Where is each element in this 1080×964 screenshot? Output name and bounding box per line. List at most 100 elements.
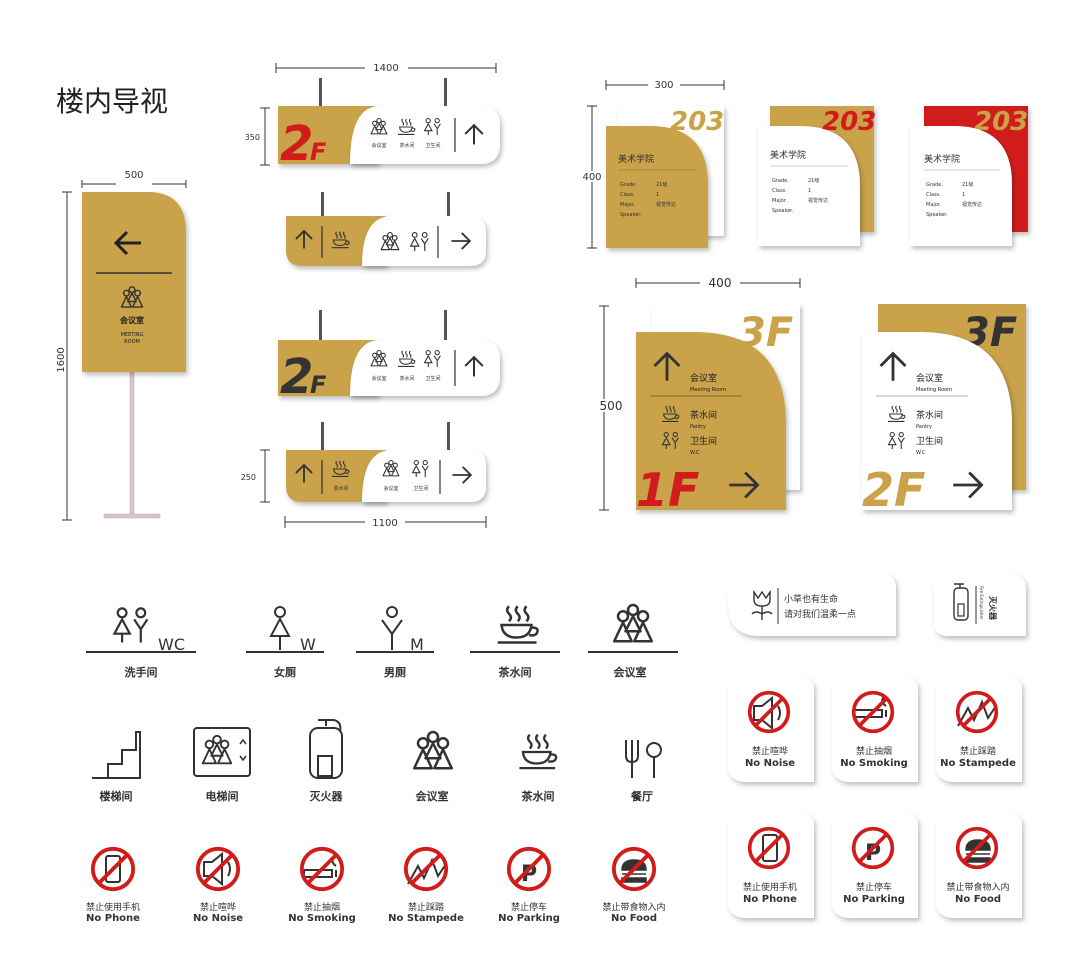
pantry-item-2: 茶水间 [518,733,558,803]
parking-icon: P [865,841,881,866]
svg-text:会议室: 会议室 [371,375,386,382]
svg-text:No Phone: No Phone [86,913,140,924]
ban-icon [403,846,449,892]
elevator-item: 电梯间 [193,727,251,803]
svg-text:会议室: 会议室 [371,142,386,149]
warning-card-smoking: 禁止抽烟 No Smoking [832,678,918,782]
svg-text:电梯间: 电梯间 [206,789,239,803]
svg-text:Pantry: Pantry [690,424,706,430]
parking-icon: P [521,862,537,887]
door-plates: 300 400 203 美术学院 Grade.21级 Class.1 Major… [580,80,1028,249]
warning-card-parking: P 禁止停车 No Parking [832,814,918,918]
svg-text:Speaker.: Speaker. [620,212,642,218]
wall-directories: 400 500 3F 会议室 Meeting Room 茶水间 Pantry 卫… [598,276,1026,517]
svg-text:禁止停车: 禁止停车 [511,901,547,913]
svg-text:灭火器: 灭火器 [988,595,997,621]
meeting-room-item-2: 会议室 [412,730,454,803]
svg-text:Class.: Class. [926,192,941,198]
svg-text:餐厅: 餐厅 [630,789,653,803]
door-plate-1: 203 美术学院 Grade.21级 Class.1 Major.视觉传达 Sp… [606,106,724,248]
svg-text:卫生间: 卫生间 [916,435,943,447]
hanging-signs: 1400 350 2 F 会议室 茶水间 卫生间 [241,63,500,529]
svg-text:禁止停车: 禁止停车 [856,881,892,893]
hanging-sign-3: 2 F 会议室 茶水间 卫生间 [278,310,500,405]
extinguisher-sign: 灭火器 Fire Extinguisher [934,574,1026,636]
svg-text:茶水间: 茶水间 [916,409,943,421]
hang-small-width-dim: 1100 [372,518,397,529]
svg-text:禁止带食物入内: 禁止带食物入内 [946,881,1009,893]
handwash-item: WC 洗手间 [86,607,196,679]
svg-text:Speaker.: Speaker. [772,208,794,214]
svg-text:No Noise: No Noise [193,913,243,924]
svg-text:茶水间: 茶水间 [521,789,555,803]
stand-room-en2: ROOM [124,339,140,345]
floor-number: 2 [280,349,313,405]
svg-text:F: F [310,371,327,399]
svg-text:Pantry: Pantry [916,424,932,430]
stairs-icon [92,731,141,779]
svg-text:禁止使用手机: 禁止使用手机 [86,901,140,913]
ban-smoking: 禁止抽烟 No Smoking [288,846,356,924]
man-icon [381,619,403,650]
cup-icon [518,733,558,770]
svg-text:WC: WC [158,635,185,654]
icon-row-1: WC 洗手间 W 女厕 M 男厕 茶水间 会议室 [86,603,678,679]
standing-sign: 500 1600 会议室 MEETING ROOM [56,170,187,521]
svg-text:卫生间: 卫生间 [425,142,440,149]
elevator-icon [193,727,251,777]
svg-text:No Phone: No Phone [743,894,797,905]
svg-text:女厕: 女厕 [274,665,296,679]
hanging-sign-2 [286,192,486,266]
svg-text:F: F [310,138,327,166]
door-width-dim: 300 [654,80,673,91]
floor-label: 2F [862,463,925,517]
fork-spoon-icon [625,740,662,778]
svg-text:视觉传达: 视觉传达 [808,197,828,204]
svg-text:视觉传达: 视觉传达 [962,201,982,208]
svg-text:Speaker.: Speaker. [926,212,948,218]
svg-text:男厕: 男厕 [384,666,406,679]
svg-text:Class.: Class. [620,192,635,198]
svg-text:禁止踩踏: 禁止踩踏 [408,901,444,913]
svg-text:会议室: 会议室 [690,372,717,384]
svg-text:禁止带食物入内: 禁止带食物入内 [602,901,665,913]
svg-text:W: W [300,635,316,654]
svg-text:禁止使用手机: 禁止使用手机 [743,881,797,893]
svg-text:卫生间: 卫生间 [425,375,440,382]
warning-card-stampede: 禁止踩踏 No Stampede [936,678,1022,782]
icon-row-2: 楼梯间 电梯间 灭火器 会议室 茶水间 [92,719,662,803]
svg-text:No Food: No Food [611,913,657,924]
svg-text:No Stampede: No Stampede [940,758,1016,769]
ban-stampede: 禁止踩踏 No Stampede [388,846,464,924]
hanging-sign-4: 茶水间 会议室 卫生间 [286,422,486,502]
hang-width-dim: 1400 [373,63,398,74]
svg-text:No Smoking: No Smoking [288,913,356,924]
svg-text:会议室: 会议室 [416,789,449,803]
phone-icon [762,834,778,862]
hanging-sign-1: 2 F 会议室 茶水间 卫生间 [278,78,500,172]
ban-phone: 禁止使用手机 No Phone [86,846,140,924]
door-height-dim: 400 [582,172,601,183]
svg-text:W.C: W.C [916,450,926,456]
warning-card-food: 禁止带食物入内 No Food [936,814,1022,918]
svg-text:禁止抽烟: 禁止抽烟 [856,745,892,757]
svg-text:Fire Extinguisher: Fire Extinguisher [979,586,984,620]
svg-text:视觉传达: 视觉传达 [656,201,676,208]
hang-small-height-dim: 250 [241,473,256,482]
stand-room-en1: MEETING [121,332,144,338]
grass-reminder-sign: 小草也有生命 请对我们温柔一点 [728,574,896,636]
phone-icon [105,855,121,883]
svg-text:禁止踩踏: 禁止踩踏 [960,745,996,757]
svg-text:Major.: Major. [772,198,787,204]
svg-text:Major.: Major. [620,202,635,208]
svg-text:No Noise: No Noise [745,758,795,769]
floor-label: 1F [636,463,699,517]
svg-text:1: 1 [962,192,965,198]
svg-text:茶水间: 茶水间 [399,142,414,149]
wall-directory-1: 3F 会议室 Meeting Room 茶水间 Pantry 卫生间 W.C 1… [636,304,800,517]
door-plate-3: 203 美术学院 Grade.21级 Class.1 Major.视觉传达 Sp… [910,106,1028,246]
ban-icon [611,846,657,892]
wall-width-dim: 400 [709,276,732,290]
svg-text:禁止抽烟: 禁止抽烟 [304,901,340,913]
stand-room: 会议室 [120,315,144,325]
